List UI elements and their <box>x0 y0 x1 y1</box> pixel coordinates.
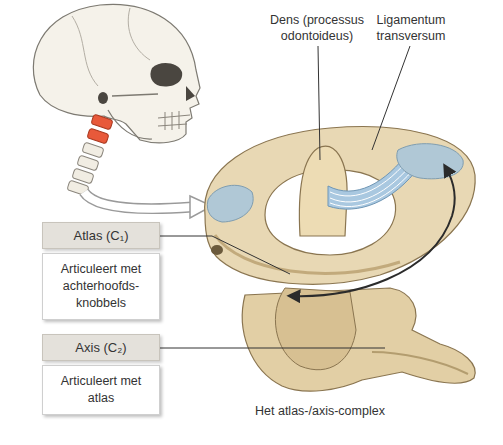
zoom-arrow-outline <box>84 192 192 209</box>
atlas-shading <box>215 235 400 273</box>
leader-line <box>318 46 320 160</box>
leader-lines <box>160 46 410 348</box>
leader-line <box>160 236 290 274</box>
orbit <box>150 63 182 86</box>
teeth <box>158 111 190 130</box>
vertebra <box>91 114 113 130</box>
axis-body <box>275 288 356 370</box>
info-box: Atlas (C₁) Articuleert met achterhoofds-k… <box>42 222 160 320</box>
jaw-line <box>108 110 152 139</box>
axis-vertebra <box>242 288 475 391</box>
ear-canal <box>98 92 108 104</box>
rotation-arrow <box>292 168 455 296</box>
suture <box>72 8 150 86</box>
axis-shading <box>372 352 468 374</box>
vertebra <box>77 155 99 171</box>
transverse-foramen <box>211 245 223 255</box>
atlas-ring <box>205 127 476 285</box>
info-box: Axis (C₂) Articuleert met atlas <box>42 334 160 415</box>
vertebra <box>87 128 109 144</box>
cranium <box>33 4 200 143</box>
zoom-arrow <box>84 192 212 218</box>
articular-facet <box>207 185 253 222</box>
part-label: Dens (processus odontoideus) <box>262 12 372 45</box>
articular-facet <box>397 144 463 179</box>
box-text: Articuleert met achterhoofds-knobbels <box>42 253 160 320</box>
skull <box>33 4 200 195</box>
nasal-cavity <box>186 86 195 101</box>
axis-arch <box>242 288 475 391</box>
figure-caption: Het atlas-/axis-complex <box>255 404 385 418</box>
part-label: Ligamentum transversum <box>368 12 454 45</box>
box-text: Articuleert met atlas <box>42 365 160 415</box>
leader-line <box>160 348 385 349</box>
zoom-arrow-fill <box>84 192 192 209</box>
box-heading: Axis (C₂) <box>42 334 160 361</box>
vertebra <box>82 142 104 158</box>
cervical-spine <box>67 114 113 196</box>
cheekbone <box>112 94 158 96</box>
box-heading: Atlas (C₁) <box>42 222 160 249</box>
leader-line <box>372 46 410 150</box>
